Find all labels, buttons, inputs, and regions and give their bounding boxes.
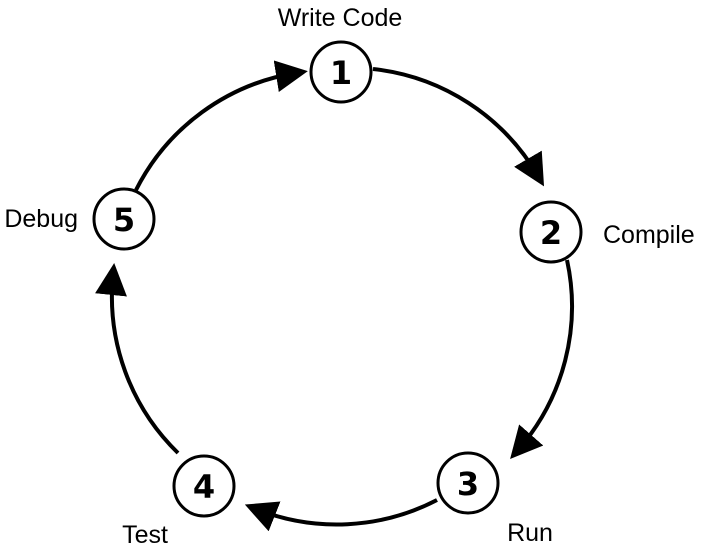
step-node-3: 3 Run	[436, 451, 553, 547]
step-label-test: Test	[122, 521, 168, 548]
step-number: 2	[540, 214, 562, 252]
arrow-4-to-5	[95, 263, 180, 455]
step-number: 3	[457, 465, 479, 503]
step-label-run: Run	[507, 519, 553, 547]
step-number: 1	[330, 54, 352, 92]
arrow-1-to-2	[372, 67, 545, 187]
step-label-debug: Debug	[4, 205, 78, 233]
step-label-compile: Compile	[603, 221, 695, 249]
step-node-1: 1 Write Code	[278, 4, 403, 104]
step-circle	[92, 187, 156, 251]
step-circle	[309, 40, 373, 104]
step-number: 4	[193, 468, 215, 506]
step-node-4: 4 Test	[122, 454, 236, 548]
step-label-write-code: Write Code	[278, 4, 403, 32]
step-circle	[172, 454, 236, 518]
step-number: 5	[113, 201, 135, 239]
arrow-2-to-3	[510, 259, 574, 460]
step-circle	[519, 200, 583, 264]
arrow-3-to-4	[244, 498, 438, 532]
step-circle	[436, 451, 500, 515]
step-node-5: 5 Debug	[4, 187, 156, 251]
arrow-5-to-1	[134, 60, 308, 191]
step-node-2: 2 Compile	[519, 200, 695, 264]
